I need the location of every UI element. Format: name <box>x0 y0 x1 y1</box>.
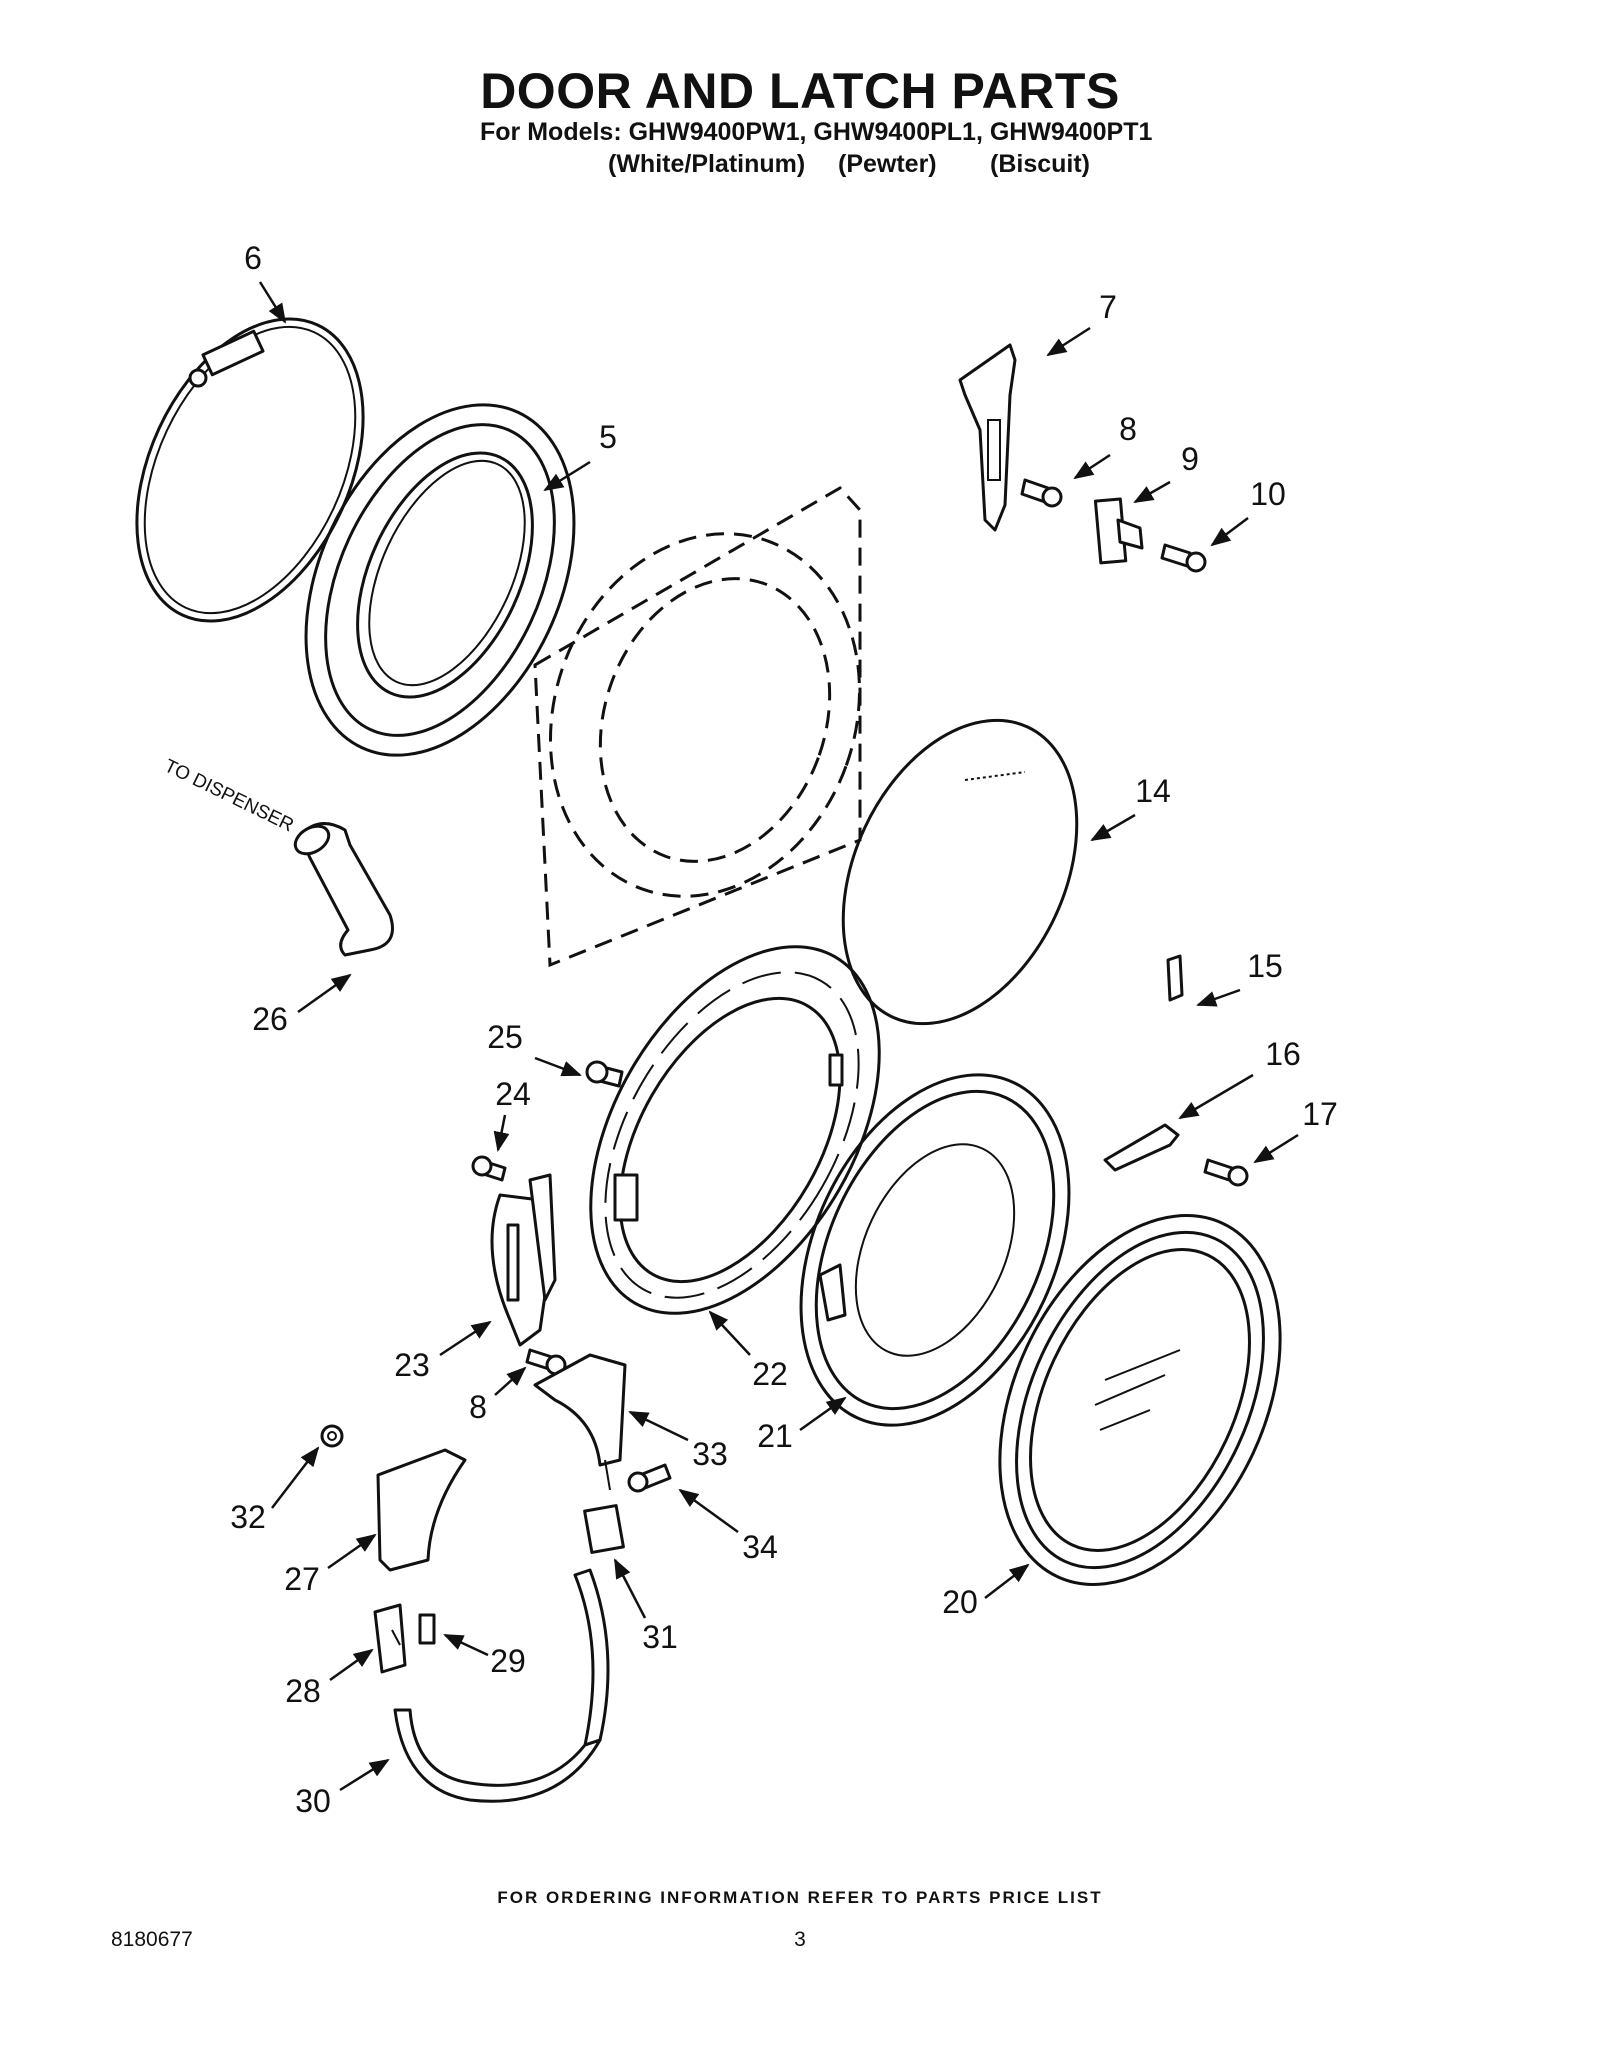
part-28-latch-block <box>373 1603 407 1674</box>
callout-34: 34 <box>742 1529 778 1565</box>
callout-32: 32 <box>230 1499 266 1535</box>
callout-16: 16 <box>1265 1036 1301 1072</box>
callout-33: 33 <box>692 1436 728 1472</box>
part-32-button <box>320 1424 344 1448</box>
callout-6: 6 <box>244 240 262 276</box>
part-21-glass-bowl <box>799 1073 1071 1427</box>
part-9-strike <box>1093 497 1144 565</box>
callout-9: 9 <box>1181 441 1199 477</box>
part-8-screw-top <box>1020 478 1063 508</box>
callout-10: 10 <box>1250 476 1286 512</box>
models-line: For Models: GHW9400PW1, GHW9400PL1, GHW9… <box>480 118 1153 146</box>
callout-7: 7 <box>1099 289 1117 325</box>
callout-labels: 6 5 7 8 9 10 14 15 16 17 20 21 22 23 24 … <box>161 240 1338 1819</box>
variant-pewter: (Pewter) <box>838 150 937 178</box>
part-27-handle <box>376 1448 467 1572</box>
callout-30: 30 <box>295 1783 331 1819</box>
callout-28: 28 <box>285 1673 321 1709</box>
callout-8-lower: 8 <box>469 1389 487 1425</box>
part-7-latch-bracket <box>958 343 1017 532</box>
callout-8-top: 8 <box>1119 411 1137 447</box>
callout-22: 22 <box>752 1356 788 1392</box>
callout-27: 27 <box>284 1561 320 1597</box>
ordering-note: FOR ORDERING INFORMATION REFER TO PARTS … <box>497 1888 1103 1907</box>
callout-15: 15 <box>1247 948 1283 984</box>
part-26-dispenser-hose <box>293 822 394 957</box>
part-10-screw <box>1160 543 1207 573</box>
variant-white-platinum: (White/Platinum) <box>608 150 806 178</box>
callout-21: 21 <box>757 1418 793 1454</box>
callout-29: 29 <box>490 1643 526 1679</box>
page-number: 3 <box>794 1928 806 1951</box>
to-dispenser-note: TO DISPENSER <box>161 756 297 837</box>
callout-14: 14 <box>1135 773 1171 809</box>
part-24-screw <box>471 1155 507 1182</box>
callout-24: 24 <box>495 1076 531 1112</box>
part-15-clip <box>1166 954 1184 1002</box>
part-17-screw <box>1203 1158 1249 1187</box>
part-trim-arc <box>573 1568 610 1747</box>
part-23-hinge <box>490 1173 557 1347</box>
cabinet-panel-reference <box>533 486 862 968</box>
part-29-insert <box>418 1613 436 1645</box>
part-16-plate <box>1103 1123 1180 1172</box>
part-31-latch <box>583 1504 625 1554</box>
document-number: 8180677 <box>111 1928 193 1951</box>
callout-17: 17 <box>1302 1096 1338 1132</box>
part-22-inner-door-frame <box>589 945 881 1315</box>
callout-23: 23 <box>394 1347 430 1383</box>
part-20-outer-door <box>998 1214 1282 1586</box>
callout-26: 26 <box>252 1001 288 1037</box>
callout-20: 20 <box>942 1584 978 1620</box>
part-25-screw <box>585 1060 624 1088</box>
part-33-handle-cover <box>533 1353 627 1491</box>
page-title: DOOR AND LATCH PARTS <box>480 63 1120 119</box>
part-5-bellows <box>304 403 576 757</box>
part-34-screw <box>627 1463 672 1493</box>
callout-5: 5 <box>599 419 617 455</box>
part-30-trim-ring <box>393 1708 602 1803</box>
leader-lines <box>258 281 1299 1792</box>
callout-31: 31 <box>642 1619 678 1655</box>
callout-25: 25 <box>487 1019 523 1055</box>
part-14-gasket-ring <box>841 718 1079 1026</box>
variant-biscuit: (Biscuit) <box>990 150 1090 178</box>
